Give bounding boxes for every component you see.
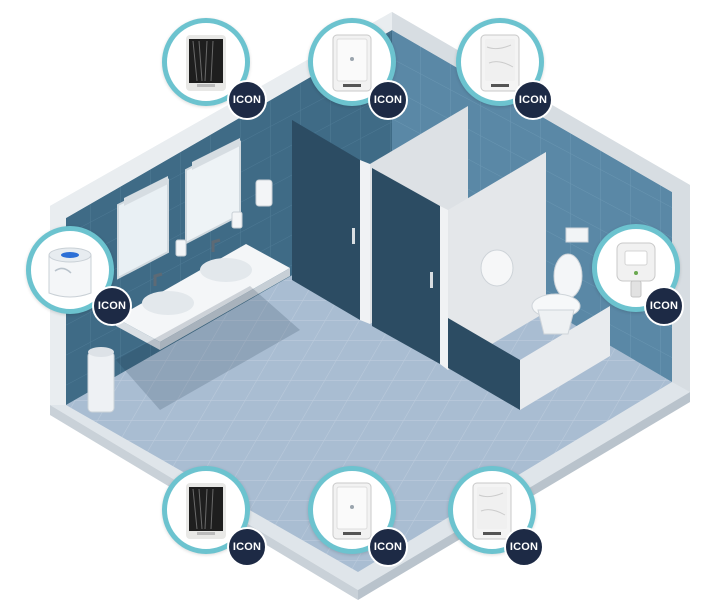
icon-badge-3: ICON: [513, 80, 553, 120]
icon-badge-8: ICON: [504, 527, 544, 567]
icon-badge-4: ICON: [92, 286, 132, 326]
marble-towel-dispenser-icon: [480, 34, 520, 92]
white-towel-dispenser-icon: [332, 34, 372, 92]
dark-towel-dispenser-icon: [186, 35, 226, 91]
product-dark-dispenser-top[interactable]: [162, 18, 250, 106]
product-marble-dispenser-top[interactable]: [456, 18, 544, 106]
icon-badge-2: ICON: [368, 80, 408, 120]
icon-badge-7: ICON: [368, 527, 408, 567]
marble-towel-dispenser-icon: [472, 482, 512, 540]
icon-badge-5: ICON: [644, 286, 684, 326]
white-towel-dispenser-icon: [332, 482, 372, 540]
cubicles: [292, 106, 610, 410]
icon-badge-6: ICON: [227, 527, 267, 567]
vanity-counter: [116, 238, 290, 350]
product-air-freshener-right[interactable]: [592, 224, 680, 312]
dark-towel-dispenser-icon: [186, 483, 226, 539]
soap-dispenser-1: [175, 239, 187, 257]
wall-towel-dispenser: [255, 179, 273, 207]
mirrors: [117, 138, 241, 280]
icon-badge-1: ICON: [227, 80, 267, 120]
product-white-dispenser-bottom[interactable]: [308, 466, 396, 554]
centrefeed-roll-dispenser-icon: [48, 247, 92, 298]
air-freshener-dispenser-icon: [616, 242, 656, 298]
waste-bin: [87, 347, 115, 413]
toilet: [531, 227, 589, 335]
soap-dispenser-2: [231, 211, 243, 229]
